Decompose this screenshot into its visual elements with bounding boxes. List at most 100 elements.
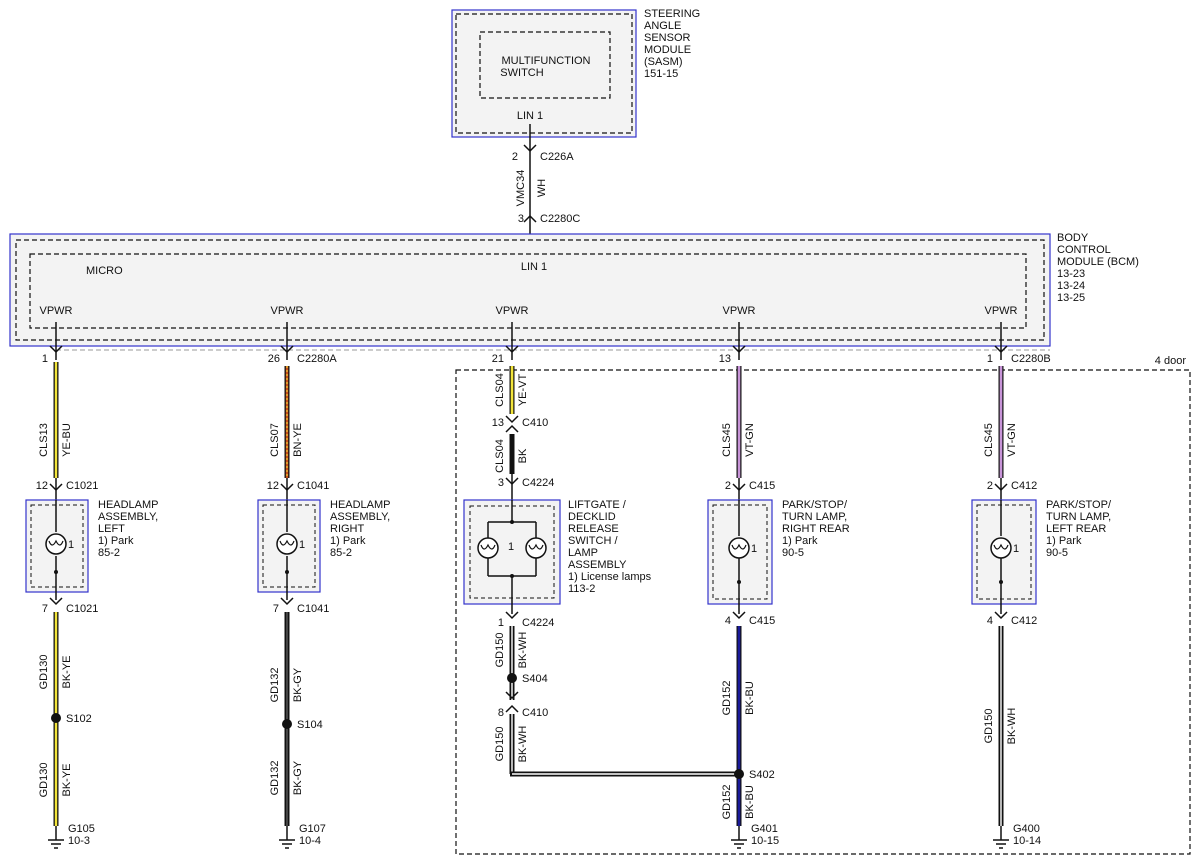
- vpwr-5: VPWR: [985, 305, 1018, 317]
- svg-text:ASSEMBLY,: ASSEMBLY,: [98, 511, 158, 523]
- svg-text:HEADLAMP: HEADLAMP: [330, 499, 391, 511]
- svg-text:BK: BK: [517, 448, 529, 463]
- svg-text:C410: C410: [522, 707, 548, 719]
- svg-text:3: 3: [498, 477, 504, 489]
- svg-text:21: 21: [492, 353, 504, 365]
- branch-park-right-rear: 13 CLS45 VT-GN 2 C415 1 PARK/STOP/ TURN …: [707, 322, 850, 849]
- svg-text:13-23: 13-23: [1057, 268, 1085, 280]
- svg-text:(SASM): (SASM): [644, 56, 683, 68]
- svg-text:12: 12: [267, 480, 279, 492]
- svg-text:BODY: BODY: [1057, 232, 1089, 244]
- svg-text:PARK/STOP/: PARK/STOP/: [782, 499, 848, 511]
- svg-text:BN-YE: BN-YE: [292, 423, 304, 457]
- svg-text:DECKLID: DECKLID: [568, 511, 616, 523]
- svg-text:85-2: 85-2: [98, 547, 120, 559]
- svg-text:C1041: C1041: [297, 603, 329, 615]
- svg-text:RELEASE: RELEASE: [568, 523, 619, 535]
- sasm-inner-line-2: SWITCH: [500, 67, 543, 79]
- svg-text:BK-YE: BK-YE: [61, 763, 73, 796]
- svg-text:CONTROL: CONTROL: [1057, 244, 1111, 256]
- bcm-conn-pin: 3: [518, 213, 524, 225]
- svg-text:13-24: 13-24: [1057, 280, 1085, 292]
- svg-text:90-5: 90-5: [1046, 547, 1068, 559]
- svg-text:10-15: 10-15: [751, 835, 779, 847]
- svg-text:BK-YE: BK-YE: [61, 655, 73, 688]
- svg-text:TURN LAMP,: TURN LAMP,: [1046, 511, 1111, 523]
- sasm-label: STEERING ANGLE SENSOR MODULE (SASM) 151-…: [644, 8, 700, 80]
- svg-text:S104: S104: [297, 719, 323, 731]
- sasm-conn-pin: 2: [512, 151, 518, 163]
- svg-text:TURN LAMP,: TURN LAMP,: [782, 511, 847, 523]
- svg-text:2: 2: [987, 480, 993, 492]
- svg-text:YE-BU: YE-BU: [61, 423, 73, 457]
- branch-headlamp-right: 26 C2280A CLS07 BN-YE 12 C1041 1 HEADLAM…: [257, 322, 391, 849]
- svg-text:MODULE (BCM): MODULE (BCM): [1057, 256, 1139, 268]
- svg-text:GD130: GD130: [38, 655, 50, 690]
- svg-text:1: 1: [1013, 543, 1019, 555]
- svg-text:1) Park: 1) Park: [98, 535, 134, 547]
- svg-text:1) License lamps: 1) License lamps: [568, 571, 652, 583]
- sasm-conn: C226A: [540, 151, 574, 163]
- svg-text:CLS07: CLS07: [269, 423, 281, 457]
- svg-text:VT-GN: VT-GN: [744, 423, 756, 457]
- svg-text:BK-BU: BK-BU: [744, 681, 756, 715]
- svg-text:LIFTGATE /: LIFTGATE /: [568, 499, 627, 511]
- branch-park-left-rear: 1 C2280B CLS45 VT-GN 2 C412 1 PARK/STOP/…: [971, 322, 1112, 849]
- branch-headlamp-left: 1 CLS13 YE-BU 12 C1021 1 HEADLAMP ASSEMB…: [25, 322, 159, 849]
- svg-text:C2280B: C2280B: [1011, 353, 1051, 365]
- svg-text:GD152: GD152: [721, 785, 733, 820]
- svg-text:CLS04: CLS04: [494, 439, 506, 473]
- svg-text:S402: S402: [749, 769, 775, 781]
- svg-text:1) Park: 1) Park: [1046, 535, 1082, 547]
- lin-wire: 2 C226A VMC34 WH 3 C2280C: [512, 124, 580, 238]
- lin-color: WH: [536, 179, 548, 197]
- svg-text:RIGHT REAR: RIGHT REAR: [782, 523, 850, 535]
- svg-text:LEFT REAR: LEFT REAR: [1046, 523, 1106, 535]
- svg-text:C415: C415: [749, 615, 775, 627]
- svg-text:SENSOR: SENSOR: [644, 32, 691, 44]
- svg-text:1: 1: [987, 353, 993, 365]
- svg-text:C412: C412: [1011, 615, 1037, 627]
- svg-text:MODULE: MODULE: [644, 44, 691, 56]
- svg-text:113-2: 113-2: [568, 583, 595, 595]
- svg-text:7: 7: [42, 603, 48, 615]
- micro-label: MICRO: [86, 265, 123, 277]
- svg-text:GD150: GD150: [494, 633, 506, 668]
- svg-text:SWITCH /: SWITCH /: [568, 535, 618, 547]
- svg-text:C1021: C1021: [66, 603, 98, 615]
- svg-text:1) Park: 1) Park: [330, 535, 366, 547]
- svg-text:13: 13: [492, 417, 504, 429]
- svg-text:C4224: C4224: [522, 477, 554, 489]
- svg-text:C1021: C1021: [66, 480, 98, 492]
- svg-text:8: 8: [498, 707, 504, 719]
- svg-text:C4224: C4224: [522, 617, 554, 629]
- svg-text:CLS13: CLS13: [38, 423, 50, 457]
- svg-text:CLS04: CLS04: [494, 373, 506, 407]
- svg-text:90-5: 90-5: [782, 547, 804, 559]
- svg-text:1: 1: [508, 541, 514, 553]
- svg-text:10-14: 10-14: [1013, 835, 1041, 847]
- svg-text:ASSEMBLY,: ASSEMBLY,: [330, 511, 390, 523]
- svg-text:C415: C415: [749, 480, 775, 492]
- sasm-module: MULTIFUNCTION SWITCH LIN 1: [451, 9, 637, 138]
- svg-text:BK-WH: BK-WH: [1006, 708, 1018, 745]
- vpwr-4: VPWR: [723, 305, 756, 317]
- svg-text:VT-GN: VT-GN: [1006, 423, 1018, 457]
- svg-text:S102: S102: [66, 713, 92, 725]
- svg-text:STEERING: STEERING: [644, 8, 700, 20]
- lin-circuit: VMC34: [515, 170, 527, 207]
- four-door-label: 4 door: [1155, 355, 1187, 367]
- bcm-label: BODY CONTROL MODULE (BCM) 13-23 13-24 13…: [1057, 232, 1139, 304]
- svg-text:ASSEMBLY: ASSEMBLY: [568, 559, 627, 571]
- svg-text:C410: C410: [522, 417, 548, 429]
- svg-text:G400: G400: [1013, 823, 1040, 835]
- svg-text:C1041: C1041: [297, 480, 329, 492]
- branch-liftgate: 21 CLS04 YE-VT 13 C410 CLS04 BK 3 C4224 …: [463, 322, 739, 777]
- svg-text:1: 1: [68, 539, 74, 551]
- svg-text:YE-VT: YE-VT: [517, 374, 529, 407]
- svg-text:GD132: GD132: [269, 761, 281, 796]
- svg-text:2: 2: [725, 480, 731, 492]
- four-door-region: 4 door: [455, 355, 1191, 855]
- svg-text:C412: C412: [1011, 480, 1037, 492]
- vpwr-3: VPWR: [496, 305, 529, 317]
